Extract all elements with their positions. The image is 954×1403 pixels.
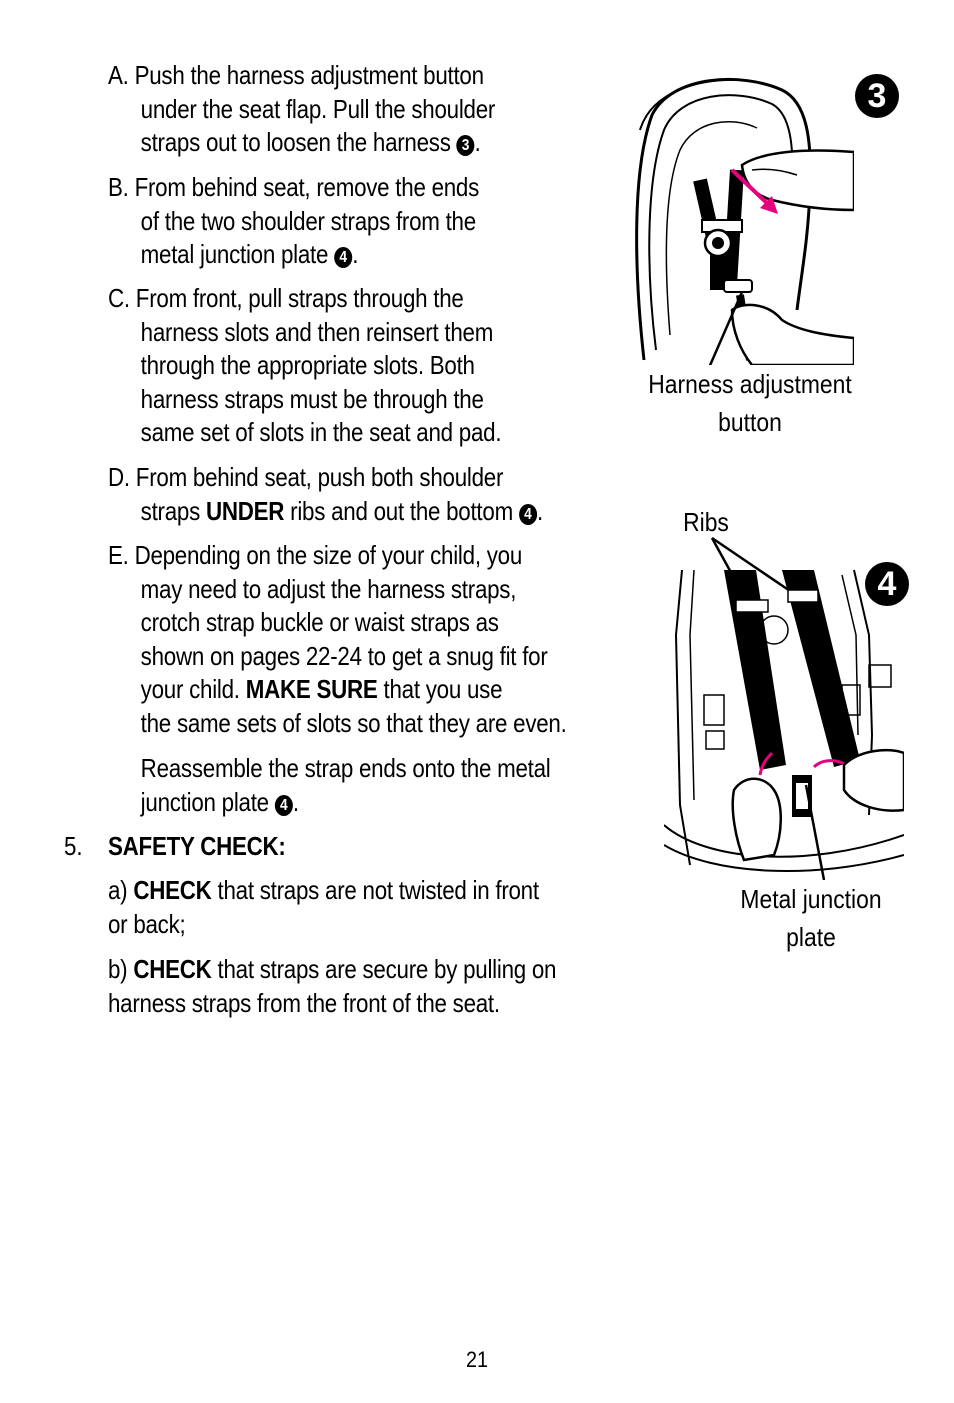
step-c: C. From front, pull straps through the h… xyxy=(108,282,502,450)
safety-check-b: b) CHECK that straps are secure by pulli… xyxy=(108,953,557,1020)
step-e-line-2: may need to adjust the harness straps, xyxy=(140,573,517,604)
step-b-line-2: of the two shoulder straps from the xyxy=(140,205,476,236)
figure-4-caption: Metal junction plate xyxy=(713,880,908,956)
step-a-line-1: A. Push the harness adjustment button xyxy=(108,60,484,90)
step-e-line-1: E. Depending on the size of your child, … xyxy=(108,540,523,570)
reassemble-line-2: junction plate xyxy=(140,786,269,817)
safety-a-line-2: or back; xyxy=(108,908,186,939)
safety-b-line-2: harness straps from the front of the sea… xyxy=(108,987,500,1018)
step-e-line-3: crotch strap buckle or waist straps as xyxy=(140,607,499,637)
figure-4-caption-line-1: Metal junction xyxy=(740,884,882,914)
figure-3-badge: 3 xyxy=(855,74,899,118)
figure-3-caption-line-1: Harness adjustment xyxy=(648,369,852,399)
step-d-under-emphasis: UNDER xyxy=(205,495,285,526)
figure-4-caption-line-2: plate xyxy=(786,922,836,952)
step-d-line-1: D. From behind seat, push both shoulder xyxy=(108,462,504,492)
step-e-make-sure-emphasis: MAKE SURE xyxy=(245,674,378,704)
step-c-line-3: through the appropriate slots. Both xyxy=(140,350,475,380)
step-b-line-3: metal junction plate xyxy=(140,239,329,269)
figure-4-ribs-label: Ribs xyxy=(683,507,729,537)
figure-3-caption: Harness adjustment button xyxy=(644,365,855,441)
step-c-line-1: C. From front, pull straps through the xyxy=(108,283,464,313)
safety-b-prefix: b) xyxy=(108,954,134,984)
step-c-line-4: harness straps must be through the xyxy=(140,383,484,414)
step-d: D. From behind seat, push both shoulder … xyxy=(108,461,543,528)
step-d-line-2-pre: straps xyxy=(140,495,206,526)
reassemble-paragraph: Reassemble the strap ends onto the metal… xyxy=(108,752,551,819)
step-d-end: . xyxy=(536,495,543,526)
step-e-line-6: the same sets of slots so that they are … xyxy=(140,707,567,738)
safety-a-prefix: a) xyxy=(108,875,134,905)
step-b: B. From behind seat, remove the ends of … xyxy=(108,171,479,272)
step-e-line-4: shown on pages 22-24 to get a snug fit f… xyxy=(140,640,548,671)
safety-a-check: CHECK xyxy=(133,875,212,905)
step-e-line-5-post: that you use xyxy=(377,674,503,704)
safety-a-line-1: that straps are not twisted in front xyxy=(211,875,540,905)
step-d-line-2-post: ribs and out the bottom xyxy=(284,495,513,526)
safety-b-line-1: that straps are secure by pulling on xyxy=(211,954,557,984)
step-a-end: . xyxy=(474,127,481,157)
step-b-end: . xyxy=(352,239,359,269)
figure-4-ref-badge: 4 xyxy=(274,794,293,816)
reassemble-line-1: Reassemble the strap ends onto the metal xyxy=(140,753,551,783)
safety-step-number: 5. xyxy=(64,831,83,861)
step-a-line-3: straps out to loosen the harness xyxy=(140,127,451,157)
step-c-line-2: harness slots and then reinsert them xyxy=(140,316,494,347)
step-e: E. Depending on the size of your child, … xyxy=(108,539,567,740)
safety-heading-text: SAFETY CHECK: xyxy=(108,831,286,861)
safety-b-check: CHECK xyxy=(133,954,212,984)
figure-4-ref-badge: 4 xyxy=(518,503,537,525)
reassemble-end: . xyxy=(292,786,299,817)
figure-3-ref-badge: 3 xyxy=(456,135,475,156)
page-number: 21 xyxy=(465,1347,489,1372)
step-e-line-5-pre: your child. xyxy=(140,674,246,704)
safety-check-a: a) CHECK that straps are not twisted in … xyxy=(108,874,539,941)
figure-3-caption-line-2: button xyxy=(718,407,782,437)
figure-4-illustration xyxy=(664,536,904,880)
figure-3-illustration xyxy=(635,77,854,365)
step-b-line-1: B. From behind seat, remove the ends xyxy=(108,172,480,202)
safety-heading: SAFETY CHECK: xyxy=(108,830,286,864)
figure-4-ref-badge: 4 xyxy=(334,247,353,268)
step-c-line-5: same set of slots in the seat and pad. xyxy=(140,417,502,447)
step-a: A. Push the harness adjustment button un… xyxy=(108,59,495,160)
figure-4-badge: 4 xyxy=(865,562,909,606)
step-a-line-2: under the seat flap. Pull the shoulder xyxy=(140,93,496,124)
